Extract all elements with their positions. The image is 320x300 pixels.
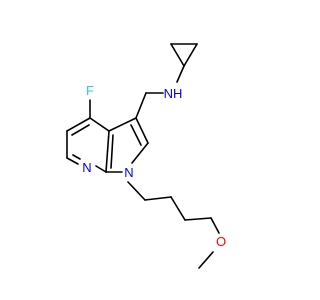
structure-drawing: F NH N N O bbox=[66, 43, 226, 269]
bond-c3a-c4 bbox=[89, 117, 110, 132]
bond-chain-3 bbox=[170, 196, 186, 221]
bond-n1-chain-1 bbox=[127, 181, 146, 201]
bond-c4-c5 bbox=[66, 117, 91, 132]
bond-c3-c3a bbox=[108, 117, 137, 132]
bond-group bbox=[66, 43, 220, 269]
molecule-canvas: F NH N N O bbox=[66, 43, 227, 269]
bond-n7-c7a bbox=[95, 165, 107, 173]
bond-c2-n1 bbox=[131, 142, 149, 164]
bond-chain-oxygen bbox=[210, 217, 220, 234]
bond-chain-4 bbox=[184, 217, 212, 221]
bond-c7a-c3a-inner bbox=[110, 134, 114, 169]
bond-oxygen-methyl bbox=[198, 251, 214, 269]
ether-oxygen-label: O bbox=[216, 234, 226, 249]
bond-c3-c2 bbox=[135, 117, 149, 144]
bond-methylene-c3 bbox=[135, 92, 147, 119]
bond-chain-2 bbox=[144, 196, 172, 201]
atom-label-group: F NH N N O bbox=[82, 83, 226, 249]
pyrrole-nitrogen-label: N bbox=[124, 165, 133, 180]
bond-c6-n7 bbox=[66, 157, 79, 165]
bond-c4-c5-inner bbox=[71, 124, 90, 136]
bond-c3-c2-inner bbox=[130, 124, 142, 146]
fluorine-atom-label: F bbox=[86, 83, 94, 98]
bond-cyclopropyl-2 bbox=[183, 43, 198, 67]
bond-c7a-c3a bbox=[105, 130, 110, 173]
bond-cyclopropyl-3 bbox=[170, 43, 185, 67]
bond-cyclopropyl-amine bbox=[176, 65, 185, 83]
bond-c6-n7-inner bbox=[72, 154, 81, 160]
pyridine-nitrogen-label: N bbox=[82, 160, 91, 175]
amine-atom-label: NH bbox=[164, 86, 183, 101]
